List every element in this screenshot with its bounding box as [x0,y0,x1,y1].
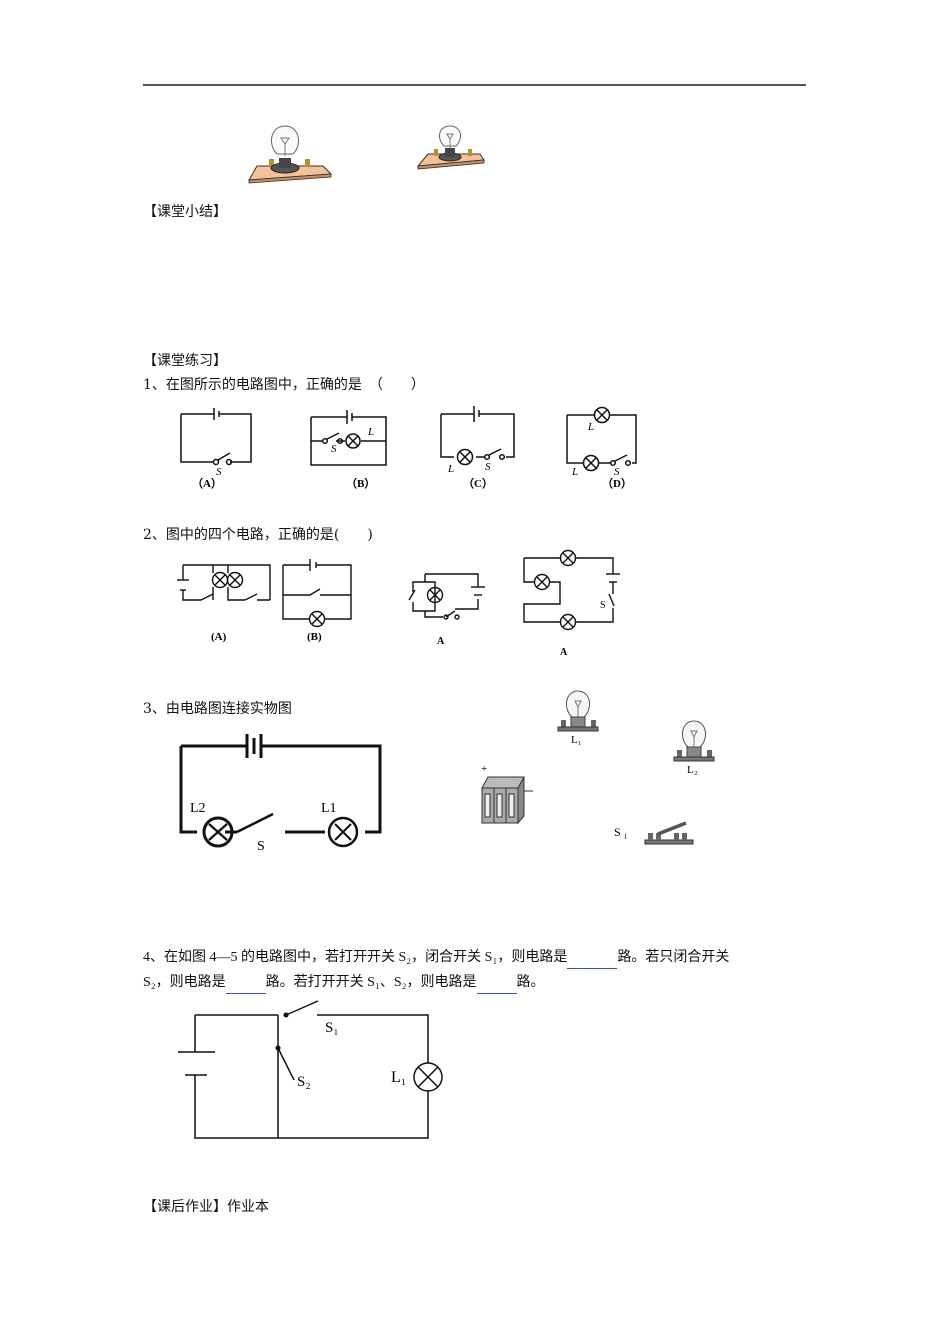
svg-text:（B）: （B） [346,477,375,490]
svg-text:L₁: L₁ [391,1069,406,1086]
svg-text:A: A [437,636,445,647]
svg-text:S: S [485,461,491,473]
svg-text:L2: L2 [190,801,206,816]
q4-blank-3[interactable] [476,973,517,994]
q2-circuit-d: S A [523,549,620,658]
q1-circuit-b: S L （B） [310,410,387,490]
section-summary-title: 【课堂小结】 [143,204,227,220]
q3-switch-s1: S ₁ [614,821,694,845]
svg-text:(B): (B) [307,631,322,643]
svg-text:S: S [614,466,620,478]
svg-text:（C）: （C） [463,477,493,490]
section-practice-title: 【课堂练习】 [143,353,227,369]
svg-text:S₁: S₁ [325,1020,339,1036]
svg-text:A: A [560,647,568,658]
section-homework: 【课后作业】作业本 [143,1197,269,1217]
q2-text: 2、图中的四个电路，正确的是( ) [143,527,373,543]
svg-text:S: S [331,443,337,455]
q2-circuit-c: A [408,573,485,647]
svg-text:L₂: L₂ [687,764,698,776]
svg-text:L: L [447,463,454,475]
q2-circuit-b: (B) [282,559,352,643]
q1-text: 1、在图所示的电路图中，正确的是 （ ） [143,377,425,393]
svg-text:L: L [587,421,594,433]
q2-circuit-a: (A) [177,564,271,643]
header-rule [143,84,806,86]
bulb-board-image-1 [248,125,333,184]
svg-text:L1: L1 [321,801,337,816]
homework-text: 作业本 [227,1199,269,1215]
svg-text:(A): (A) [211,631,227,643]
q3-circuit-diagram: L2 L1 S [179,734,382,854]
q3-bulb-l1: L₁ [557,690,599,746]
svg-text:S: S [257,839,265,854]
svg-text:S: S [216,466,222,478]
q3-bulb-l2: L₂ [673,720,715,776]
q1-circuit-c: L S （C） [440,406,515,490]
svg-text:L₁: L₁ [571,734,582,746]
q3-text: 3、由电路图连接实物图 [143,701,292,717]
svg-text:S ₁: S ₁ [614,825,628,839]
q4-blank-2[interactable] [225,973,266,994]
q4-blank-1[interactable] [567,948,618,969]
svg-text:S₂: S₂ [297,1074,311,1090]
svg-text:+: + [481,763,487,775]
svg-text:L: L [571,466,578,478]
q1-circuit-d: L L S （D） [566,406,637,490]
svg-text:S: S [600,600,606,611]
q4-line2: S₂，则电路是 路。若打开开关 S₁、S₂，则电路是 路。 [143,973,545,994]
section-homework-title: 【课后作业】 [143,1199,227,1215]
q3-battery: + [481,763,533,825]
svg-text:（A）: （A） [192,477,222,490]
svg-text:（D）: （D） [602,477,632,490]
q1-circuit-a: S （A） [180,408,252,490]
bulb-board-image-2 [416,125,485,170]
svg-text:L: L [367,426,374,438]
q4-line1: 4、在如图 4—5 的电路图中，若打开开关 S₂，闭合开关 S₁，则电路是 路。… [143,948,729,969]
q4-circuit-diagram: S₁ S₂ L₁ [178,1000,443,1139]
